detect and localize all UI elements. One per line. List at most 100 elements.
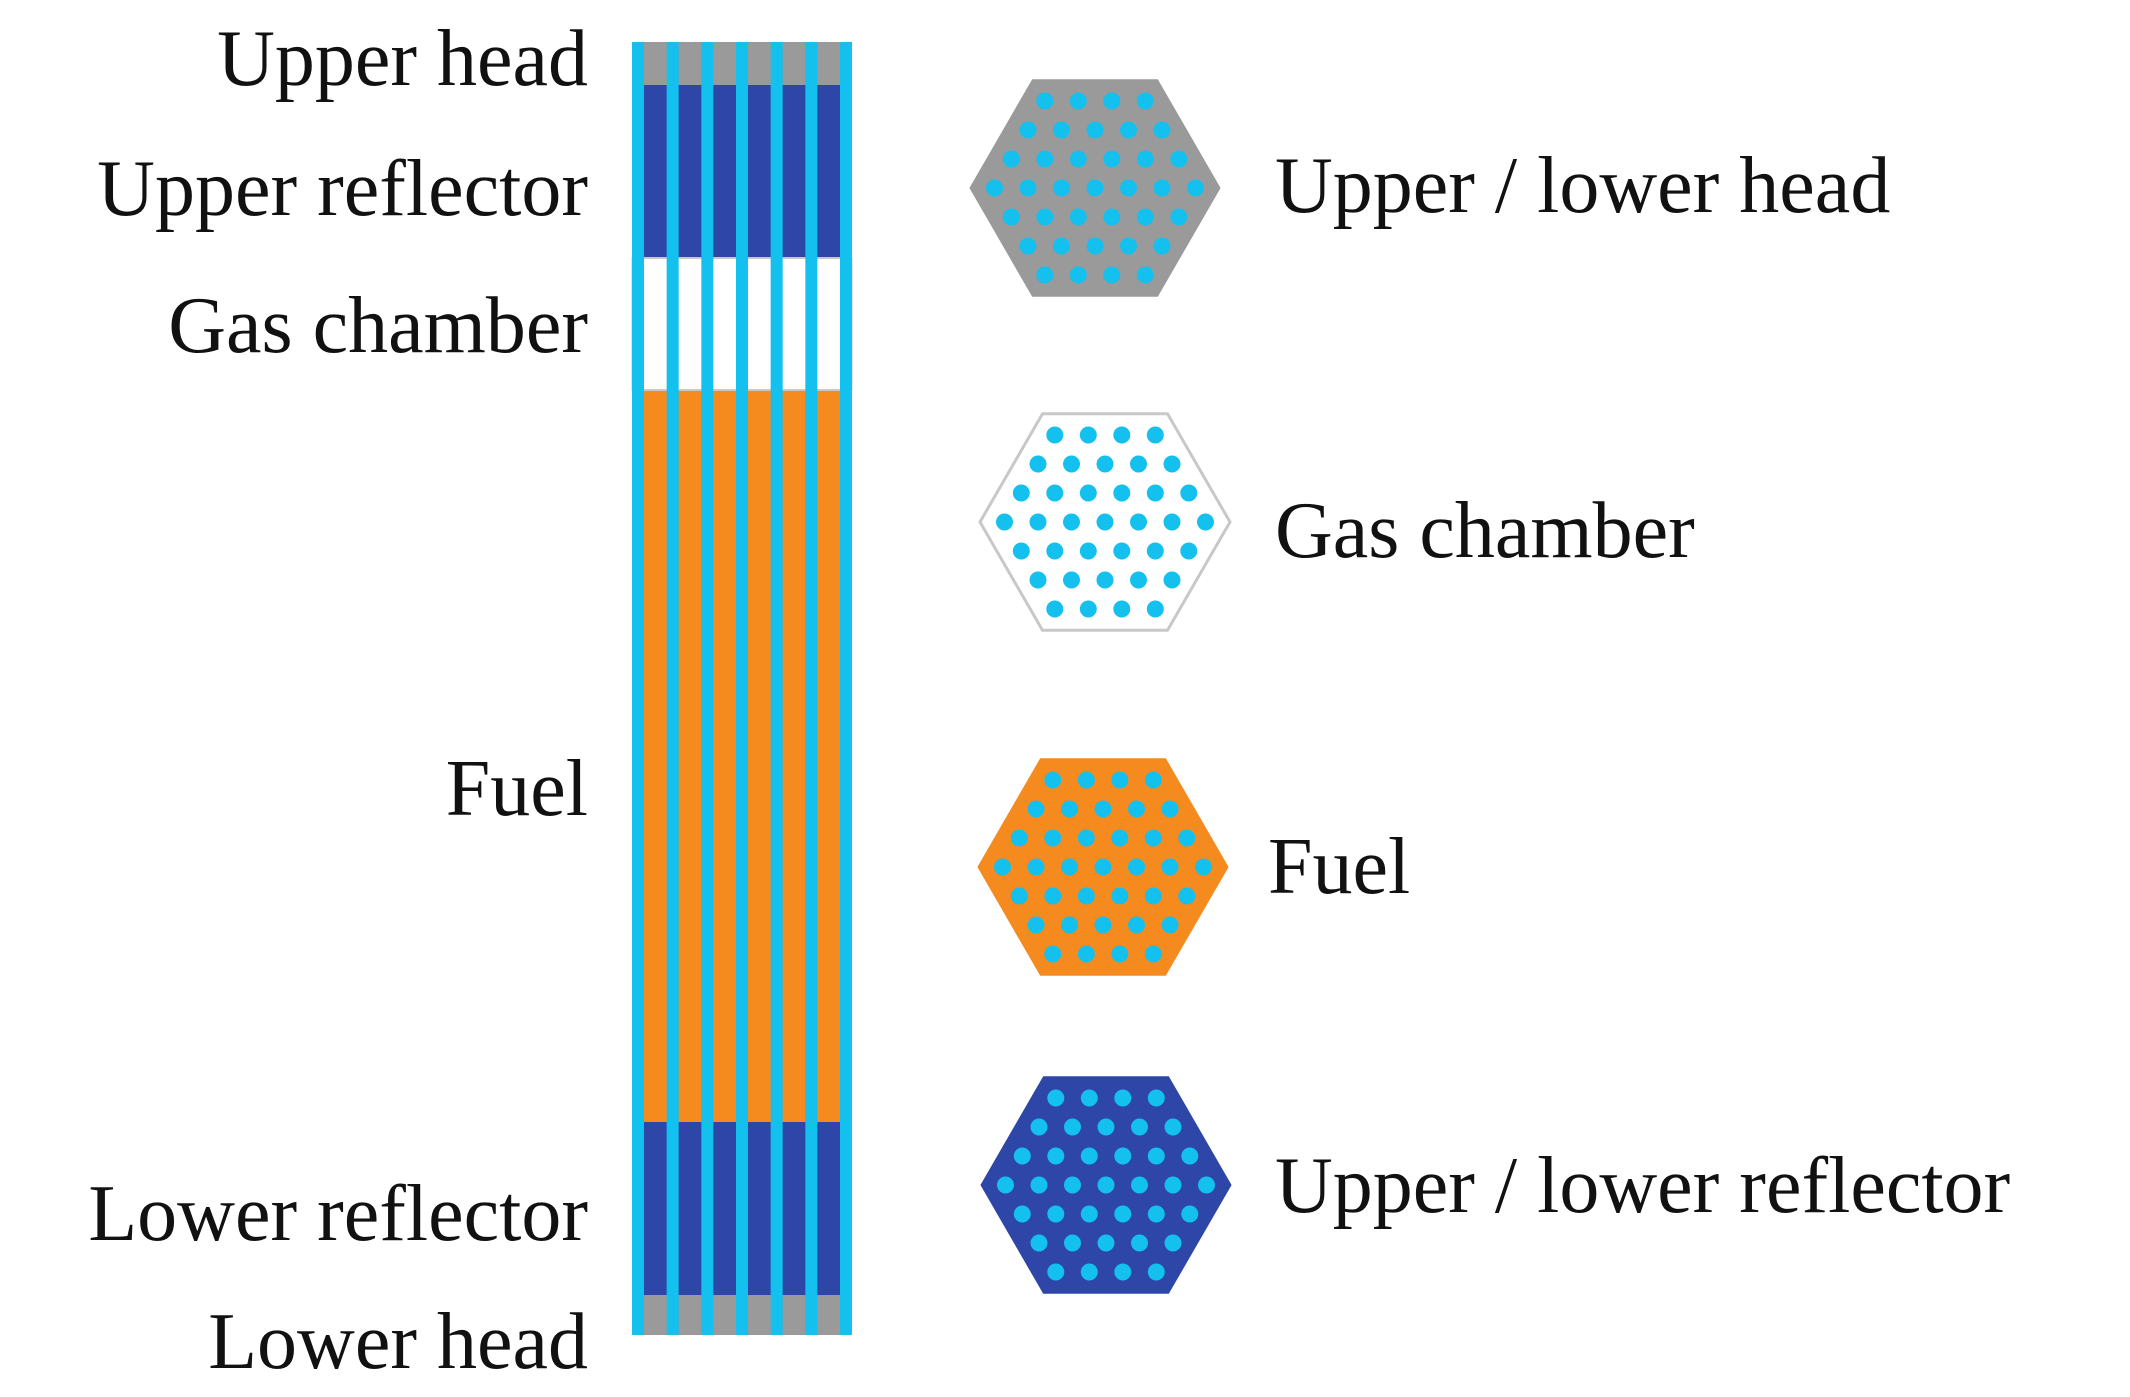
coolant-channel <box>1153 237 1171 255</box>
coolant-channel <box>1063 513 1080 531</box>
coolant-channel <box>1029 455 1047 473</box>
coolant-channel <box>1086 237 1104 255</box>
coolant-channel <box>1164 1176 1182 1194</box>
coolant-channel <box>1146 484 1164 502</box>
coolant-channel <box>1164 1234 1182 1252</box>
coolant-channel <box>1113 600 1131 618</box>
zone-label-upper-reflector: Upper reflector <box>97 145 588 233</box>
coolant-channel <box>1029 571 1047 589</box>
coolant-channel <box>1163 455 1181 473</box>
legend-label-head: Upper / lower head <box>1275 142 1890 230</box>
coolant-channel <box>1136 92 1154 110</box>
coolant-channel <box>1053 121 1070 139</box>
coolant-channel <box>1147 1089 1165 1107</box>
legend-label-gas-chamber: Gas chamber <box>1275 487 1695 575</box>
coolant-channel <box>1013 1205 1031 1223</box>
coolant-channel <box>1046 542 1064 560</box>
coolant-channel <box>1030 1234 1048 1252</box>
coolant-channel <box>1163 513 1181 531</box>
coolant-channel <box>1079 484 1097 502</box>
coolant-channel <box>1027 800 1045 818</box>
legend-hex-gas-chamber <box>978 412 1232 632</box>
coolant-channel <box>1111 771 1129 789</box>
coolant-channel <box>1012 484 1030 502</box>
coolant-channel <box>1097 1176 1115 1194</box>
coolant-channel <box>1195 858 1212 876</box>
coolant-channel <box>1096 513 1114 531</box>
coolant-channel <box>1128 800 1145 818</box>
coolant-channel <box>1114 1263 1132 1281</box>
coolant-rod <box>736 42 748 1335</box>
coolant-channel <box>1044 945 1062 963</box>
coolant-channel <box>1170 150 1188 168</box>
coolant-channel <box>1069 150 1087 168</box>
coolant-channel <box>1002 150 1020 168</box>
legend-label-fuel: Fuel <box>1268 823 1410 911</box>
coolant-channel <box>1113 484 1131 502</box>
coolant-channel <box>997 1176 1014 1194</box>
coolant-channel <box>1187 179 1204 197</box>
coolant-channel <box>1103 208 1121 226</box>
coolant-channel <box>1114 1205 1132 1223</box>
coolant-channel <box>1096 455 1114 473</box>
coolant-channel <box>1053 237 1070 255</box>
coolant-channel <box>1136 266 1154 284</box>
zone-labels: Upper head Upper reflector Gas chamber F… <box>88 15 588 1386</box>
coolant-channel <box>1077 887 1095 905</box>
coolant-channel <box>1198 1176 1215 1194</box>
coolant-channel <box>1113 542 1131 560</box>
coolant-channel <box>1036 266 1054 284</box>
coolant-channel <box>1012 542 1030 560</box>
coolant-channel <box>1046 600 1064 618</box>
legend <box>969 79 1232 1294</box>
coolant-channel <box>1131 1118 1148 1136</box>
coolant-channel <box>1096 571 1114 589</box>
coolant-channel <box>1144 829 1162 847</box>
coolant-channel <box>1130 455 1147 473</box>
coolant-channel <box>1063 455 1080 473</box>
coolant-channel <box>994 858 1011 876</box>
coolant-channel <box>1153 179 1171 197</box>
coolant-channel <box>1064 1234 1081 1252</box>
coolant-channel <box>1136 150 1154 168</box>
coolant-channel <box>1063 571 1080 589</box>
coolant-channel <box>1010 829 1028 847</box>
coolant-channel <box>1153 121 1171 139</box>
coolant-channel <box>1027 916 1045 934</box>
coolant-channel <box>1019 121 1037 139</box>
coolant-channel <box>1111 945 1129 963</box>
zone-label-gas-chamber: Gas chamber <box>168 282 588 370</box>
coolant-channel <box>1030 1176 1048 1194</box>
coolant-channel <box>1094 800 1112 818</box>
coolant-channel <box>1103 266 1121 284</box>
coolant-channel <box>1080 1147 1098 1165</box>
coolant-channel <box>1147 1147 1165 1165</box>
zone-label-lower-head: Lower head <box>208 1298 588 1386</box>
coolant-channel <box>1197 513 1214 531</box>
coolant-channel <box>1161 916 1179 934</box>
coolant-rod <box>805 42 818 1335</box>
coolant-channel <box>1044 887 1062 905</box>
coolant-channel <box>986 179 1003 197</box>
coolant-channel <box>1002 208 1020 226</box>
coolant-channel <box>1046 426 1064 444</box>
coolant-channel <box>1130 513 1147 531</box>
zone-label-upper-head: Upper head <box>217 15 588 103</box>
coolant-channel <box>1146 600 1164 618</box>
coolant-channel <box>1120 121 1137 139</box>
coolant-channel <box>1080 1205 1098 1223</box>
coolant-rod <box>666 42 679 1335</box>
coolant-channel <box>1044 829 1062 847</box>
coolant-channel <box>1114 1089 1132 1107</box>
coolant-channel <box>1079 542 1097 560</box>
coolant-rod <box>701 42 714 1335</box>
coolant-channel <box>1027 858 1045 876</box>
coolant-channel <box>1111 829 1129 847</box>
legend-label-reflector: Upper / lower reflector <box>1275 1142 2010 1230</box>
legend-hex-head <box>969 79 1221 297</box>
coolant-channel <box>1136 208 1154 226</box>
coolant-channel <box>1036 92 1054 110</box>
coolant-channel <box>1080 1089 1098 1107</box>
coolant-rod <box>770 42 783 1335</box>
